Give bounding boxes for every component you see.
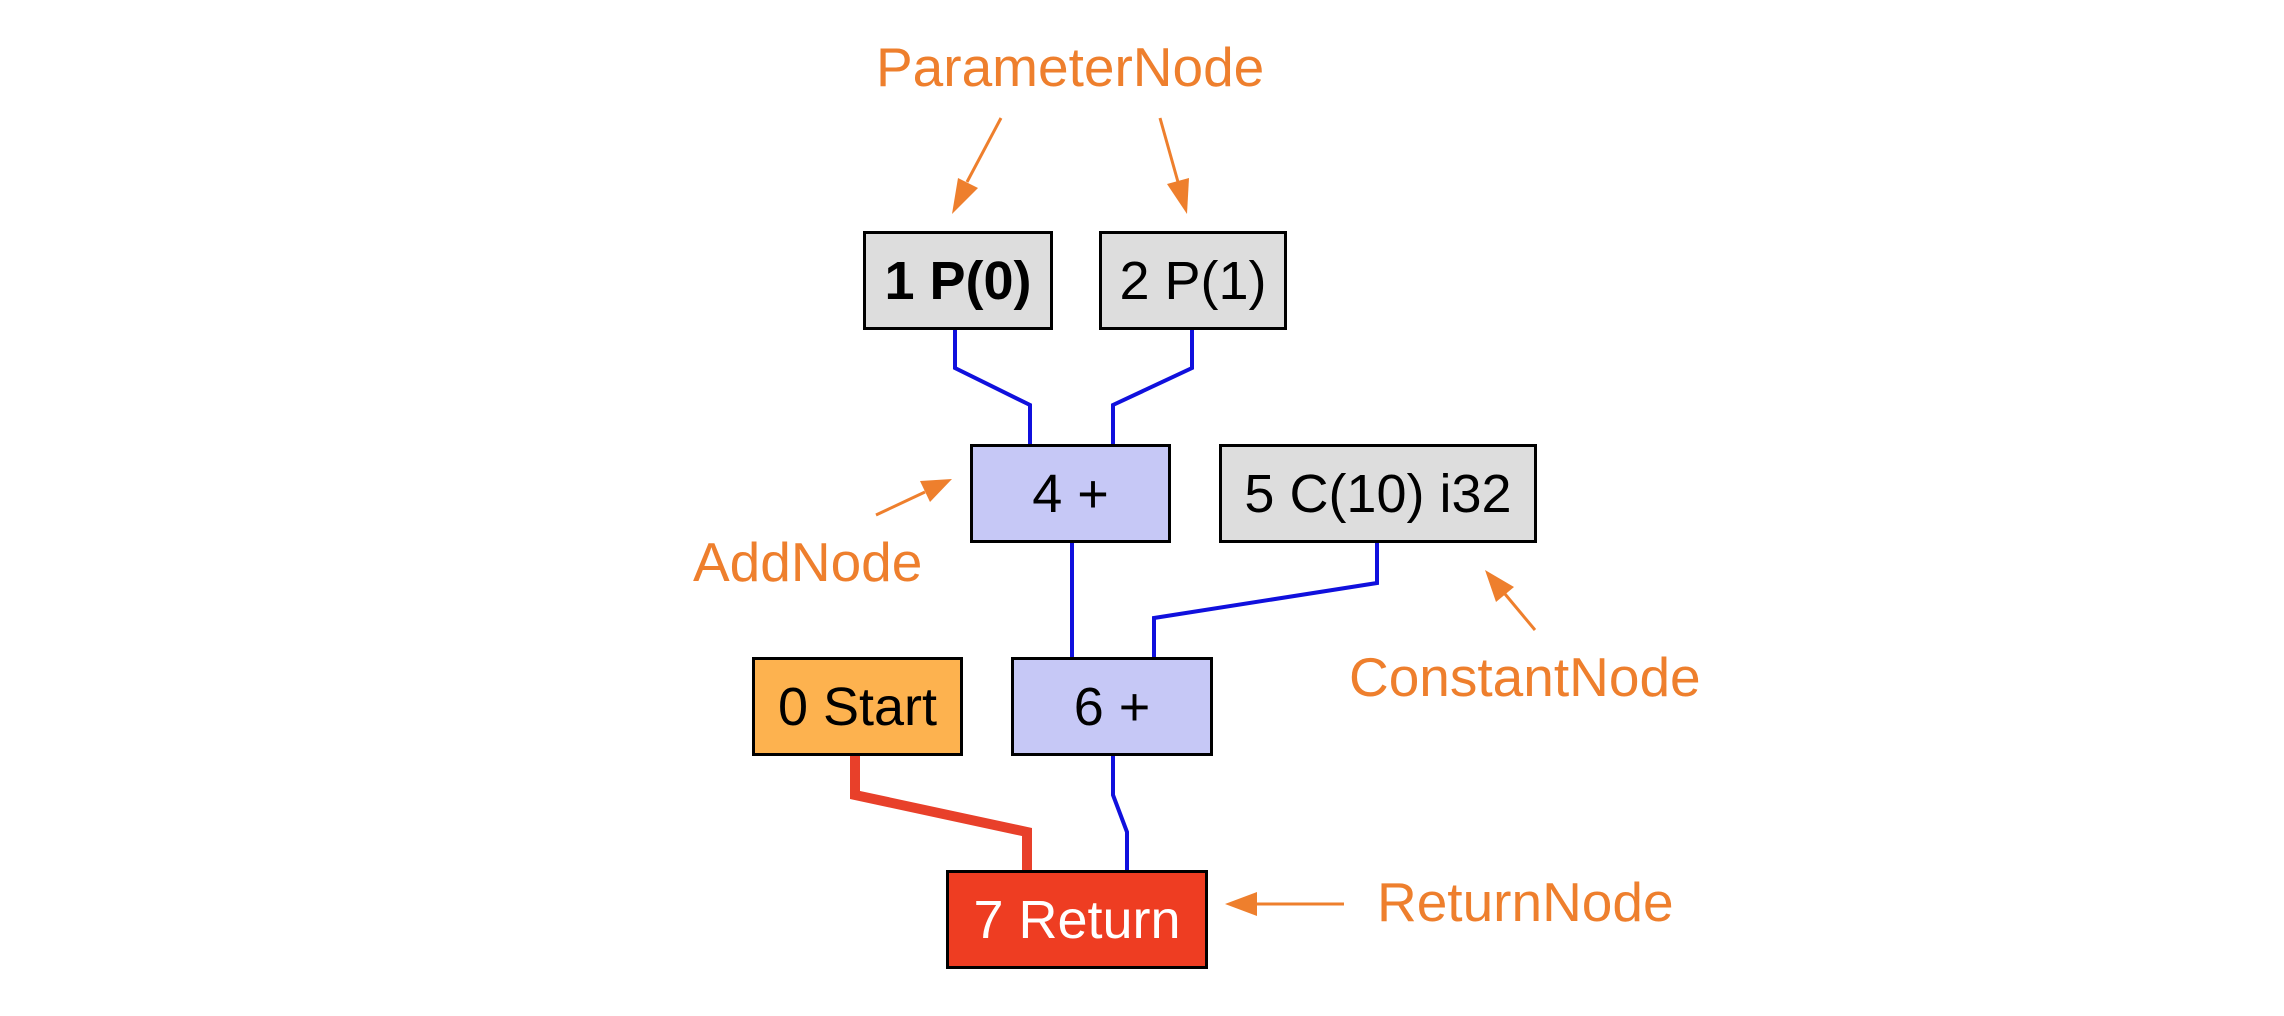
node-constant-5: 5 C(10) i32: [1219, 444, 1537, 543]
arrow-constant: [1503, 593, 1537, 631]
annotation-parameter-node: ParameterNode: [876, 36, 1265, 98]
arrow-add-head: [920, 479, 952, 502]
arrow-parameter-right-head: [1167, 178, 1189, 214]
edge-add6-to-return: [1111, 756, 1129, 872]
arrow-parameter-left: [965, 117, 1003, 183]
arrow-parameter-right: [1158, 117, 1180, 183]
node-add-4: 4 +: [970, 444, 1171, 543]
arrow-parameter-left-head: [952, 178, 978, 214]
node-p0: 1 P(0): [863, 231, 1053, 330]
annotation-constant-node: ConstantNode: [1349, 646, 1701, 708]
edge-p1-to-add4: [1111, 330, 1194, 445]
annotation-arrows: [875, 117, 1537, 916]
node-p1: 2 P(1): [1099, 231, 1287, 330]
edge-const5-to-add6: [1152, 543, 1379, 657]
edge-p0-to-add4: [953, 330, 1032, 445]
node-return-7: 7 Return: [946, 870, 1208, 969]
node-add-6: 6 +: [1011, 657, 1213, 756]
node-start-0: 0 Start: [752, 657, 963, 756]
annotation-return-node: ReturnNode: [1377, 871, 1674, 933]
annotation-add-node: AddNode: [693, 531, 923, 593]
edge-start-to-return: [850, 756, 1032, 872]
arrow-add: [875, 490, 926, 517]
arrow-constant-head: [1485, 570, 1514, 602]
arrow-return-head: [1225, 892, 1257, 916]
